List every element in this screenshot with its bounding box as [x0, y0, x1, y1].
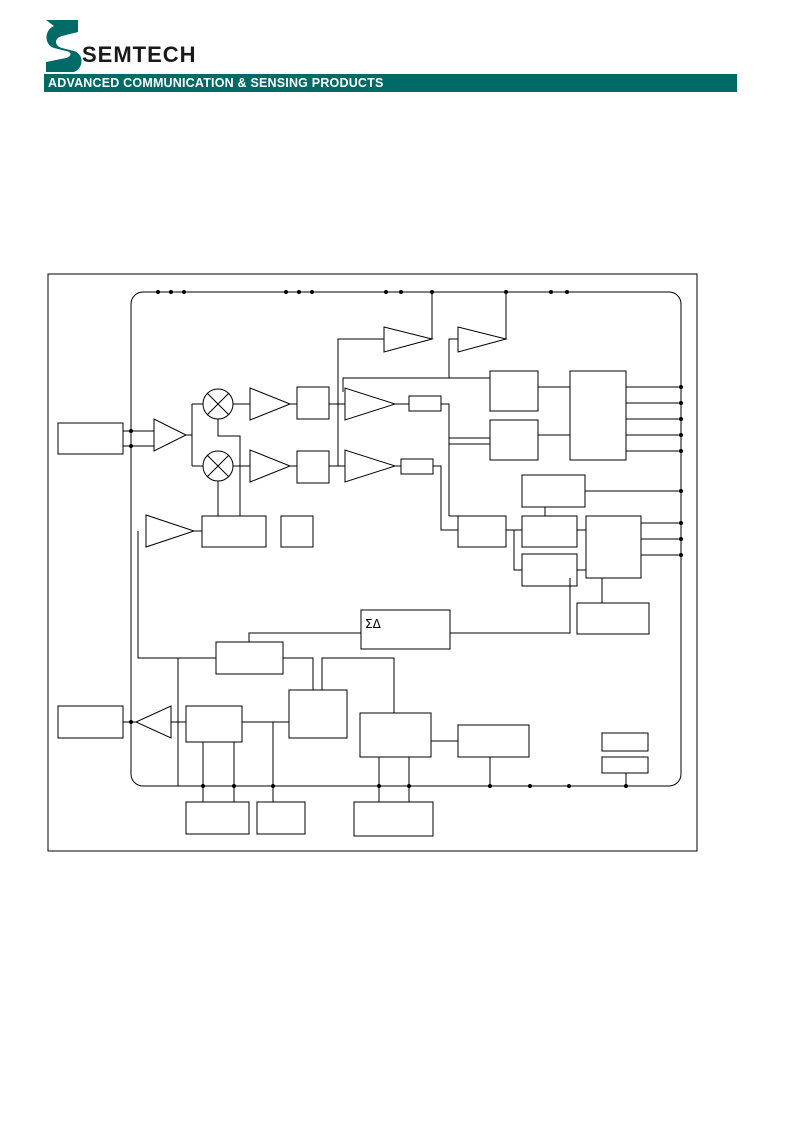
comparator-block [457, 515, 507, 548]
header-banner: ADVANCED COMMUNICATION & SENSING PRODUCT… [44, 74, 737, 92]
sigma-delta-label: ΣΔ [365, 617, 382, 631]
decoder-block-upper [521, 515, 578, 548]
pll-divider-block [215, 641, 284, 675]
demod-block-lower [489, 419, 539, 461]
lo-buffer-amplifier [145, 514, 196, 548]
top-amplifier-left [383, 326, 434, 353]
small-square-block [280, 515, 314, 548]
logo-s-shape [46, 20, 82, 72]
lna-amplifier [153, 418, 188, 452]
if-amplifier-q [249, 449, 292, 483]
semtech-s-mark [46, 20, 82, 72]
power-block-upper [601, 732, 649, 752]
demod-block-upper [489, 370, 539, 412]
external-antenna-block [57, 422, 124, 455]
filter-i-block [296, 386, 330, 420]
quadrature-divider-block [201, 515, 267, 548]
top-pins [156, 290, 569, 294]
decoder-block-lower [521, 553, 578, 587]
banner-text: ADVANCED COMMUNICATION & SENSING PRODUCT… [48, 76, 384, 90]
diagram-frame [47, 273, 698, 852]
pa-amplifier [134, 705, 172, 739]
mixer-i [202, 388, 234, 420]
brand-name: SEMTECH [82, 42, 197, 67]
control-logic-block [585, 515, 642, 579]
mixer-q [202, 450, 234, 482]
filter-q-block [296, 450, 330, 484]
register-block [576, 602, 650, 635]
if-amplifier-i [249, 387, 292, 421]
rssi-block-i [408, 395, 442, 412]
clock-output-block [457, 724, 530, 758]
external-crystal-block [353, 801, 434, 837]
crystal-oscillator-block [359, 712, 432, 758]
external-pa-block [57, 705, 124, 739]
clock-recovery-block [521, 474, 586, 508]
semtech-logo: SEMTECH [44, 18, 284, 74]
sigma-delta-block [360, 609, 451, 650]
external-loop-filter-block [185, 801, 250, 835]
external-resistor-block [256, 801, 306, 835]
rssi-block-q [400, 458, 434, 475]
phase-detector-block [288, 689, 348, 739]
limiter-amplifier-i [344, 387, 397, 421]
power-block-lower [601, 756, 649, 774]
vco-block [185, 705, 243, 743]
data-interface-block [569, 370, 627, 461]
top-amplifier-right [457, 326, 508, 353]
chip-outline [130, 291, 682, 787]
limiter-amplifier-q [344, 449, 397, 483]
